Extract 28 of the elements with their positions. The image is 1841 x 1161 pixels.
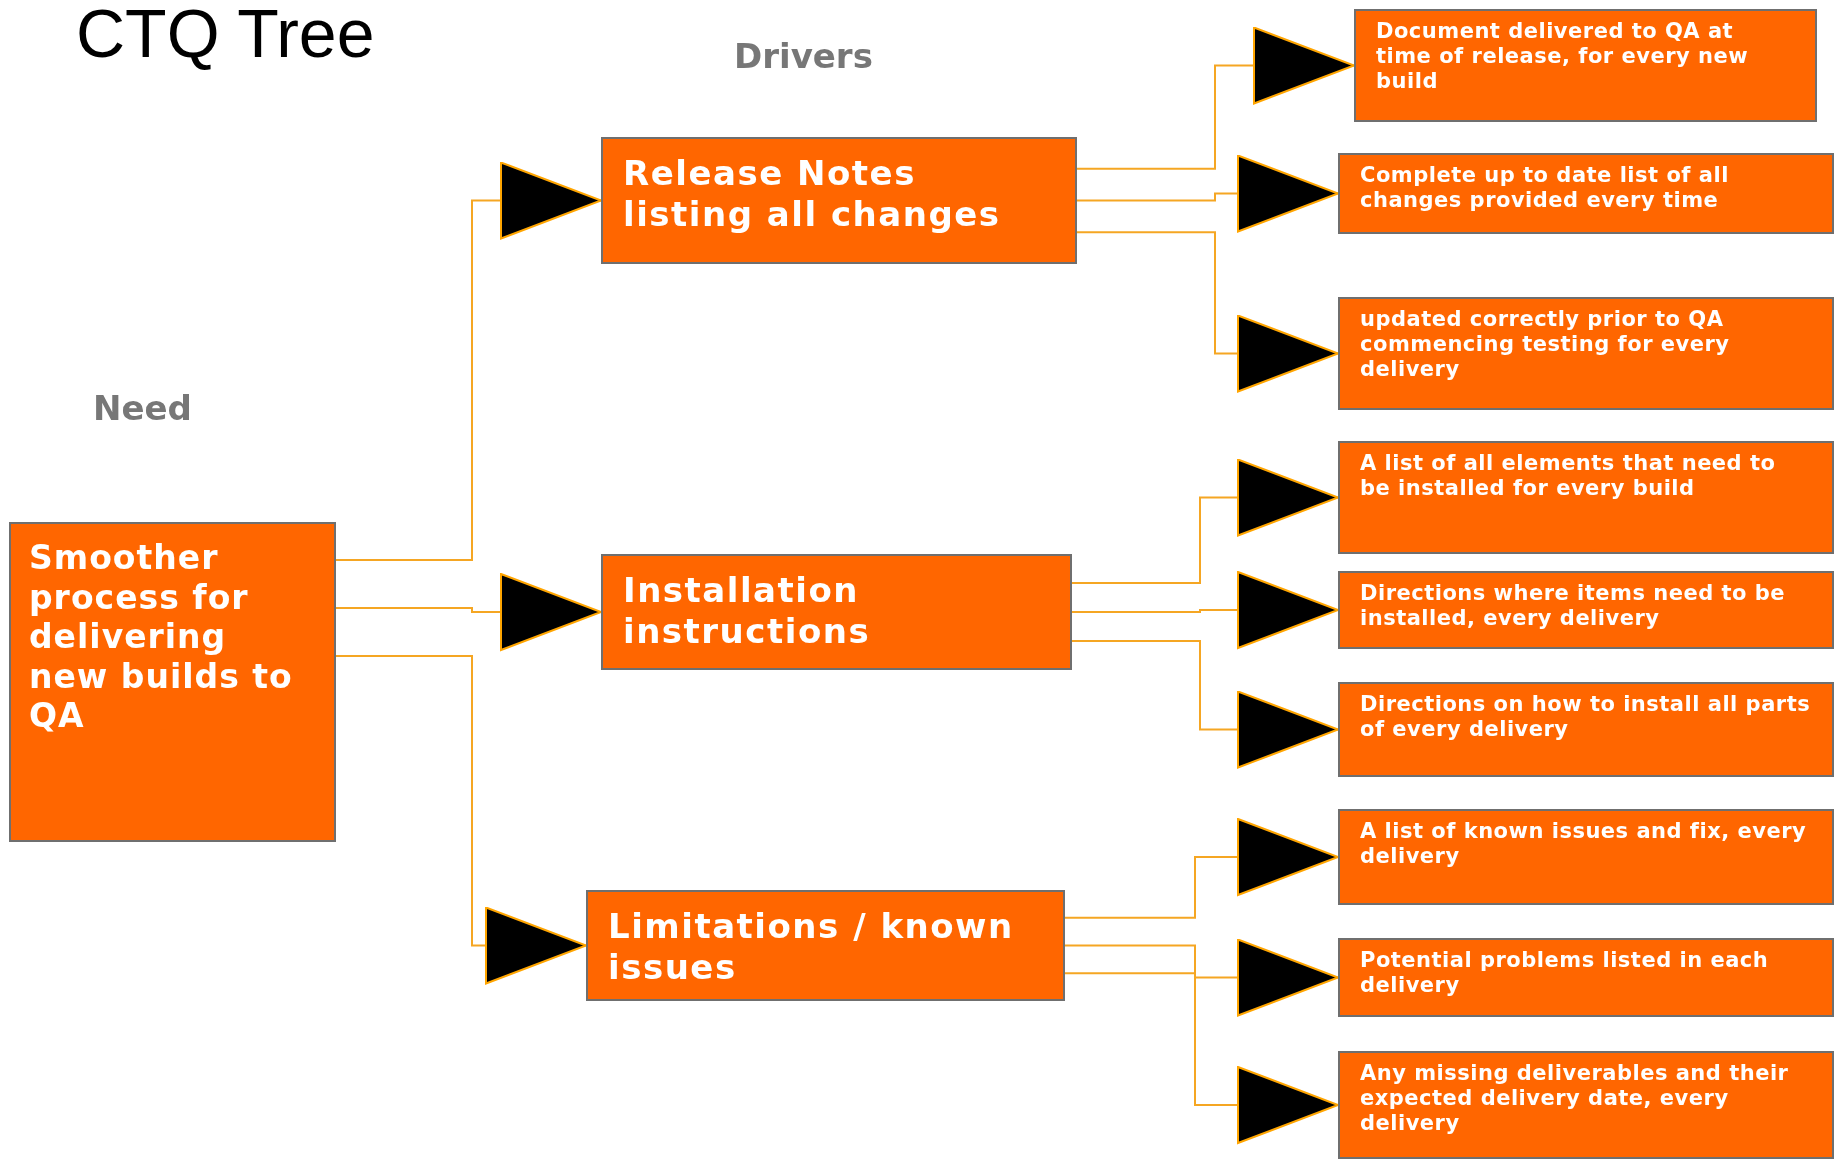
- title: CTQ Tree: [76, 0, 375, 72]
- need-box: Smoother process for delivering new builds to QA: [9, 522, 336, 842]
- arrow: [335, 655, 587, 985]
- requirement-box: Any missing deliverables and their expected delivery date, every delivery: [1338, 1051, 1834, 1159]
- requirement-box: Directions where items need to be installed, every delivery: [1338, 571, 1834, 649]
- arrow: [1071, 571, 1339, 649]
- requirement-box: A list of all elements that need to be installed for every build: [1338, 441, 1834, 554]
- requirement-box: updated correctly prior to QA commencing testing for every delivery: [1338, 297, 1834, 410]
- requirement-box: Complete up to date list of all changes provided every time: [1338, 153, 1834, 234]
- arrow: [1071, 640, 1339, 769]
- arrow: [1064, 938, 1339, 1017]
- driver-box: Release Notes listing all changes: [601, 137, 1077, 264]
- arrow: [1076, 26, 1355, 170]
- arrow: [335, 573, 602, 651]
- arrow: [1064, 972, 1339, 1144]
- column-heading: Need: [93, 388, 192, 428]
- requirement-box: Potential problems listed in each delivery: [1338, 938, 1834, 1017]
- arrow: [335, 161, 602, 561]
- requirement-box: A list of known issues and fix, every delivery: [1338, 809, 1834, 905]
- arrow: [1071, 458, 1339, 584]
- driver-box: Installation instructions: [601, 554, 1072, 670]
- arrow: [1076, 154, 1339, 233]
- driver-box: Limitations / known issues: [586, 890, 1065, 1001]
- arrow: [1076, 231, 1339, 393]
- column-heading: Drivers: [734, 36, 873, 76]
- requirement-box: Directions on how to install all parts of every delivery: [1338, 682, 1834, 777]
- requirement-box: Document delivered to QA at time of release, for every new build: [1354, 9, 1817, 122]
- arrow: [1064, 818, 1339, 919]
